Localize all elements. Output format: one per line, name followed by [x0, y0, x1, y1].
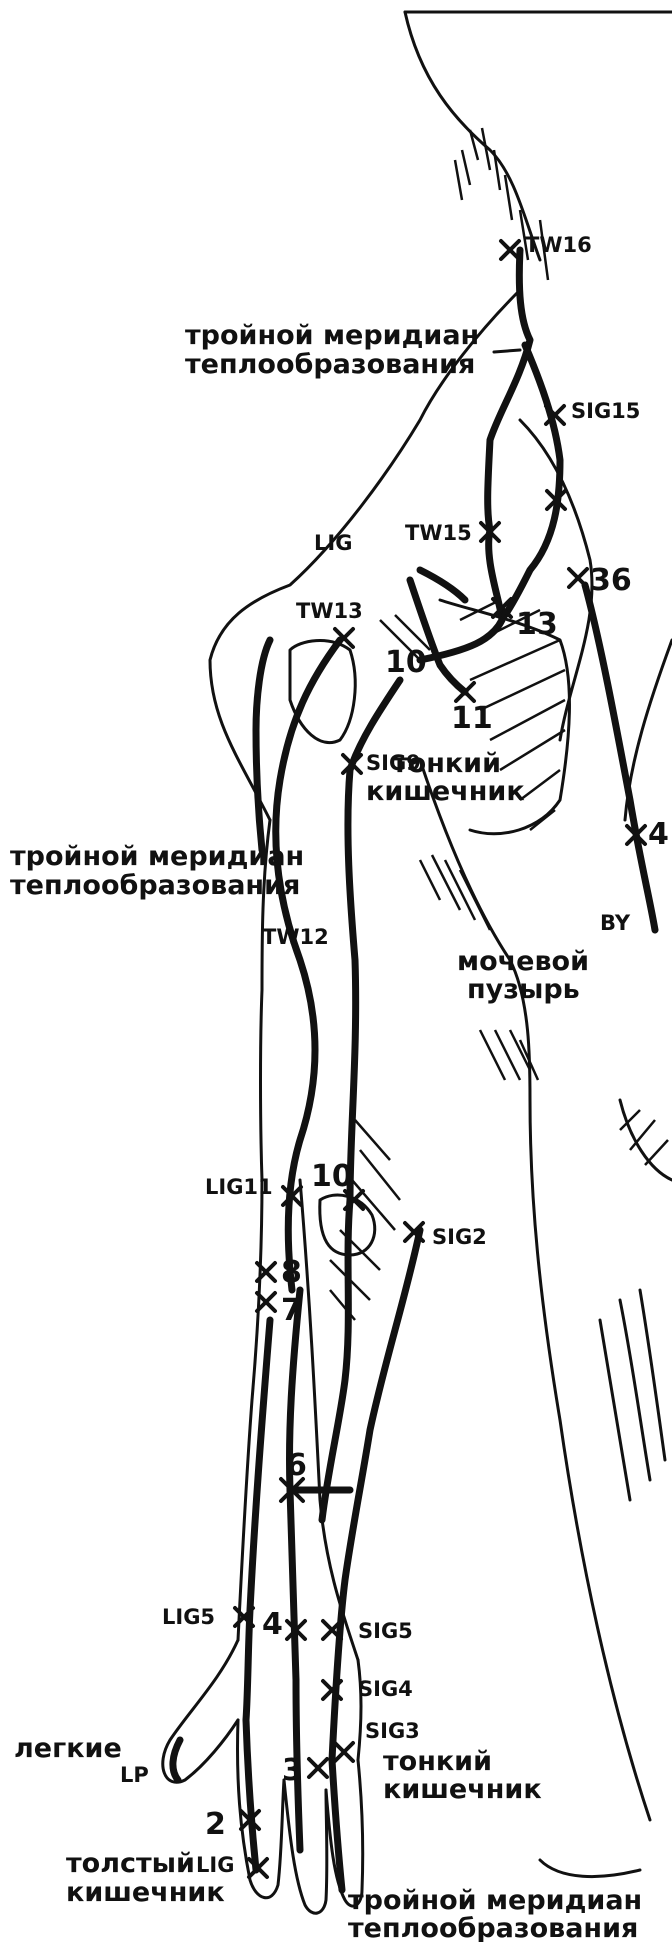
point-4-wrist: 4 [262, 1607, 283, 1642]
point-sig3: SIG3 [365, 1719, 420, 1743]
label-small-int-lower-2: кишечник [383, 1774, 542, 1805]
marker-tw16 [501, 241, 519, 259]
point-lig-finger: LIG [196, 1853, 234, 1877]
label-bladder-2: пузырь [467, 974, 580, 1005]
point-labels: TW16 SIG15 LIG TW15 36 TW13 13 10 11 SIG… [120, 233, 669, 1877]
label-tw-mid-2: теплообразования [10, 870, 300, 901]
meridian-lines [173, 250, 655, 1890]
point-8: 8 [281, 1255, 302, 1290]
point-tw16: TW16 [525, 233, 592, 257]
point-2: 2 [205, 1807, 226, 1842]
label-tw-top-1: тройной меридиан [185, 320, 479, 351]
point-11: 11 [451, 701, 493, 736]
point-lp: LP [120, 1763, 149, 1787]
label-tw-bottom-2: теплообразования [348, 1913, 638, 1942]
marker-11 [456, 683, 474, 701]
point-4-back: 4 [648, 817, 669, 852]
point-10-elbow: 10 [311, 1159, 353, 1194]
point-36: 36 [590, 563, 632, 598]
point-lig5: LIG5 [162, 1605, 215, 1629]
point-sig4: SIG4 [358, 1677, 413, 1701]
label-bladder-1: мочевой [457, 946, 589, 977]
label-small-int-lower-1: тонкий [383, 1746, 492, 1777]
point-lig-shoulder: LIG [314, 531, 352, 555]
marker-3 [309, 1759, 327, 1777]
point-sig2: SIG2 [432, 1225, 487, 1249]
point-sig15: SIG15 [571, 399, 640, 423]
point-by: BY [600, 911, 631, 935]
point-10-shoulder: 10 [385, 645, 427, 680]
point-6: 6 [286, 1448, 307, 1483]
point-tw12: TW12 [262, 925, 329, 949]
body-outline [163, 12, 672, 1913]
point-13: 13 [516, 607, 558, 642]
acupoint-markers [235, 241, 645, 1877]
point-7: 7 [281, 1293, 302, 1328]
label-lungs: легкие [14, 1733, 122, 1764]
point-tw15: TW15 [405, 521, 472, 545]
point-sig5: SIG5 [358, 1619, 413, 1643]
point-3: 3 [282, 1753, 303, 1788]
point-sig9: SIG9 [366, 751, 421, 775]
leader-line [494, 350, 520, 352]
marker-36 [569, 569, 587, 587]
label-tw-top-2: теплообразования [185, 349, 475, 380]
label-small-int-upper-2: кишечник [366, 776, 525, 807]
label-tw-mid-1: тройной меридиан [10, 841, 304, 872]
label-large-int-2: кишечник [66, 1877, 225, 1908]
marker-sig3 [335, 1743, 353, 1761]
point-tw13: TW13 [296, 599, 363, 623]
label-tw-bottom-1: тройной меридиан [348, 1885, 642, 1916]
label-large-int-1: толстый [66, 1848, 195, 1879]
point-lig11: LIG11 [205, 1175, 273, 1199]
